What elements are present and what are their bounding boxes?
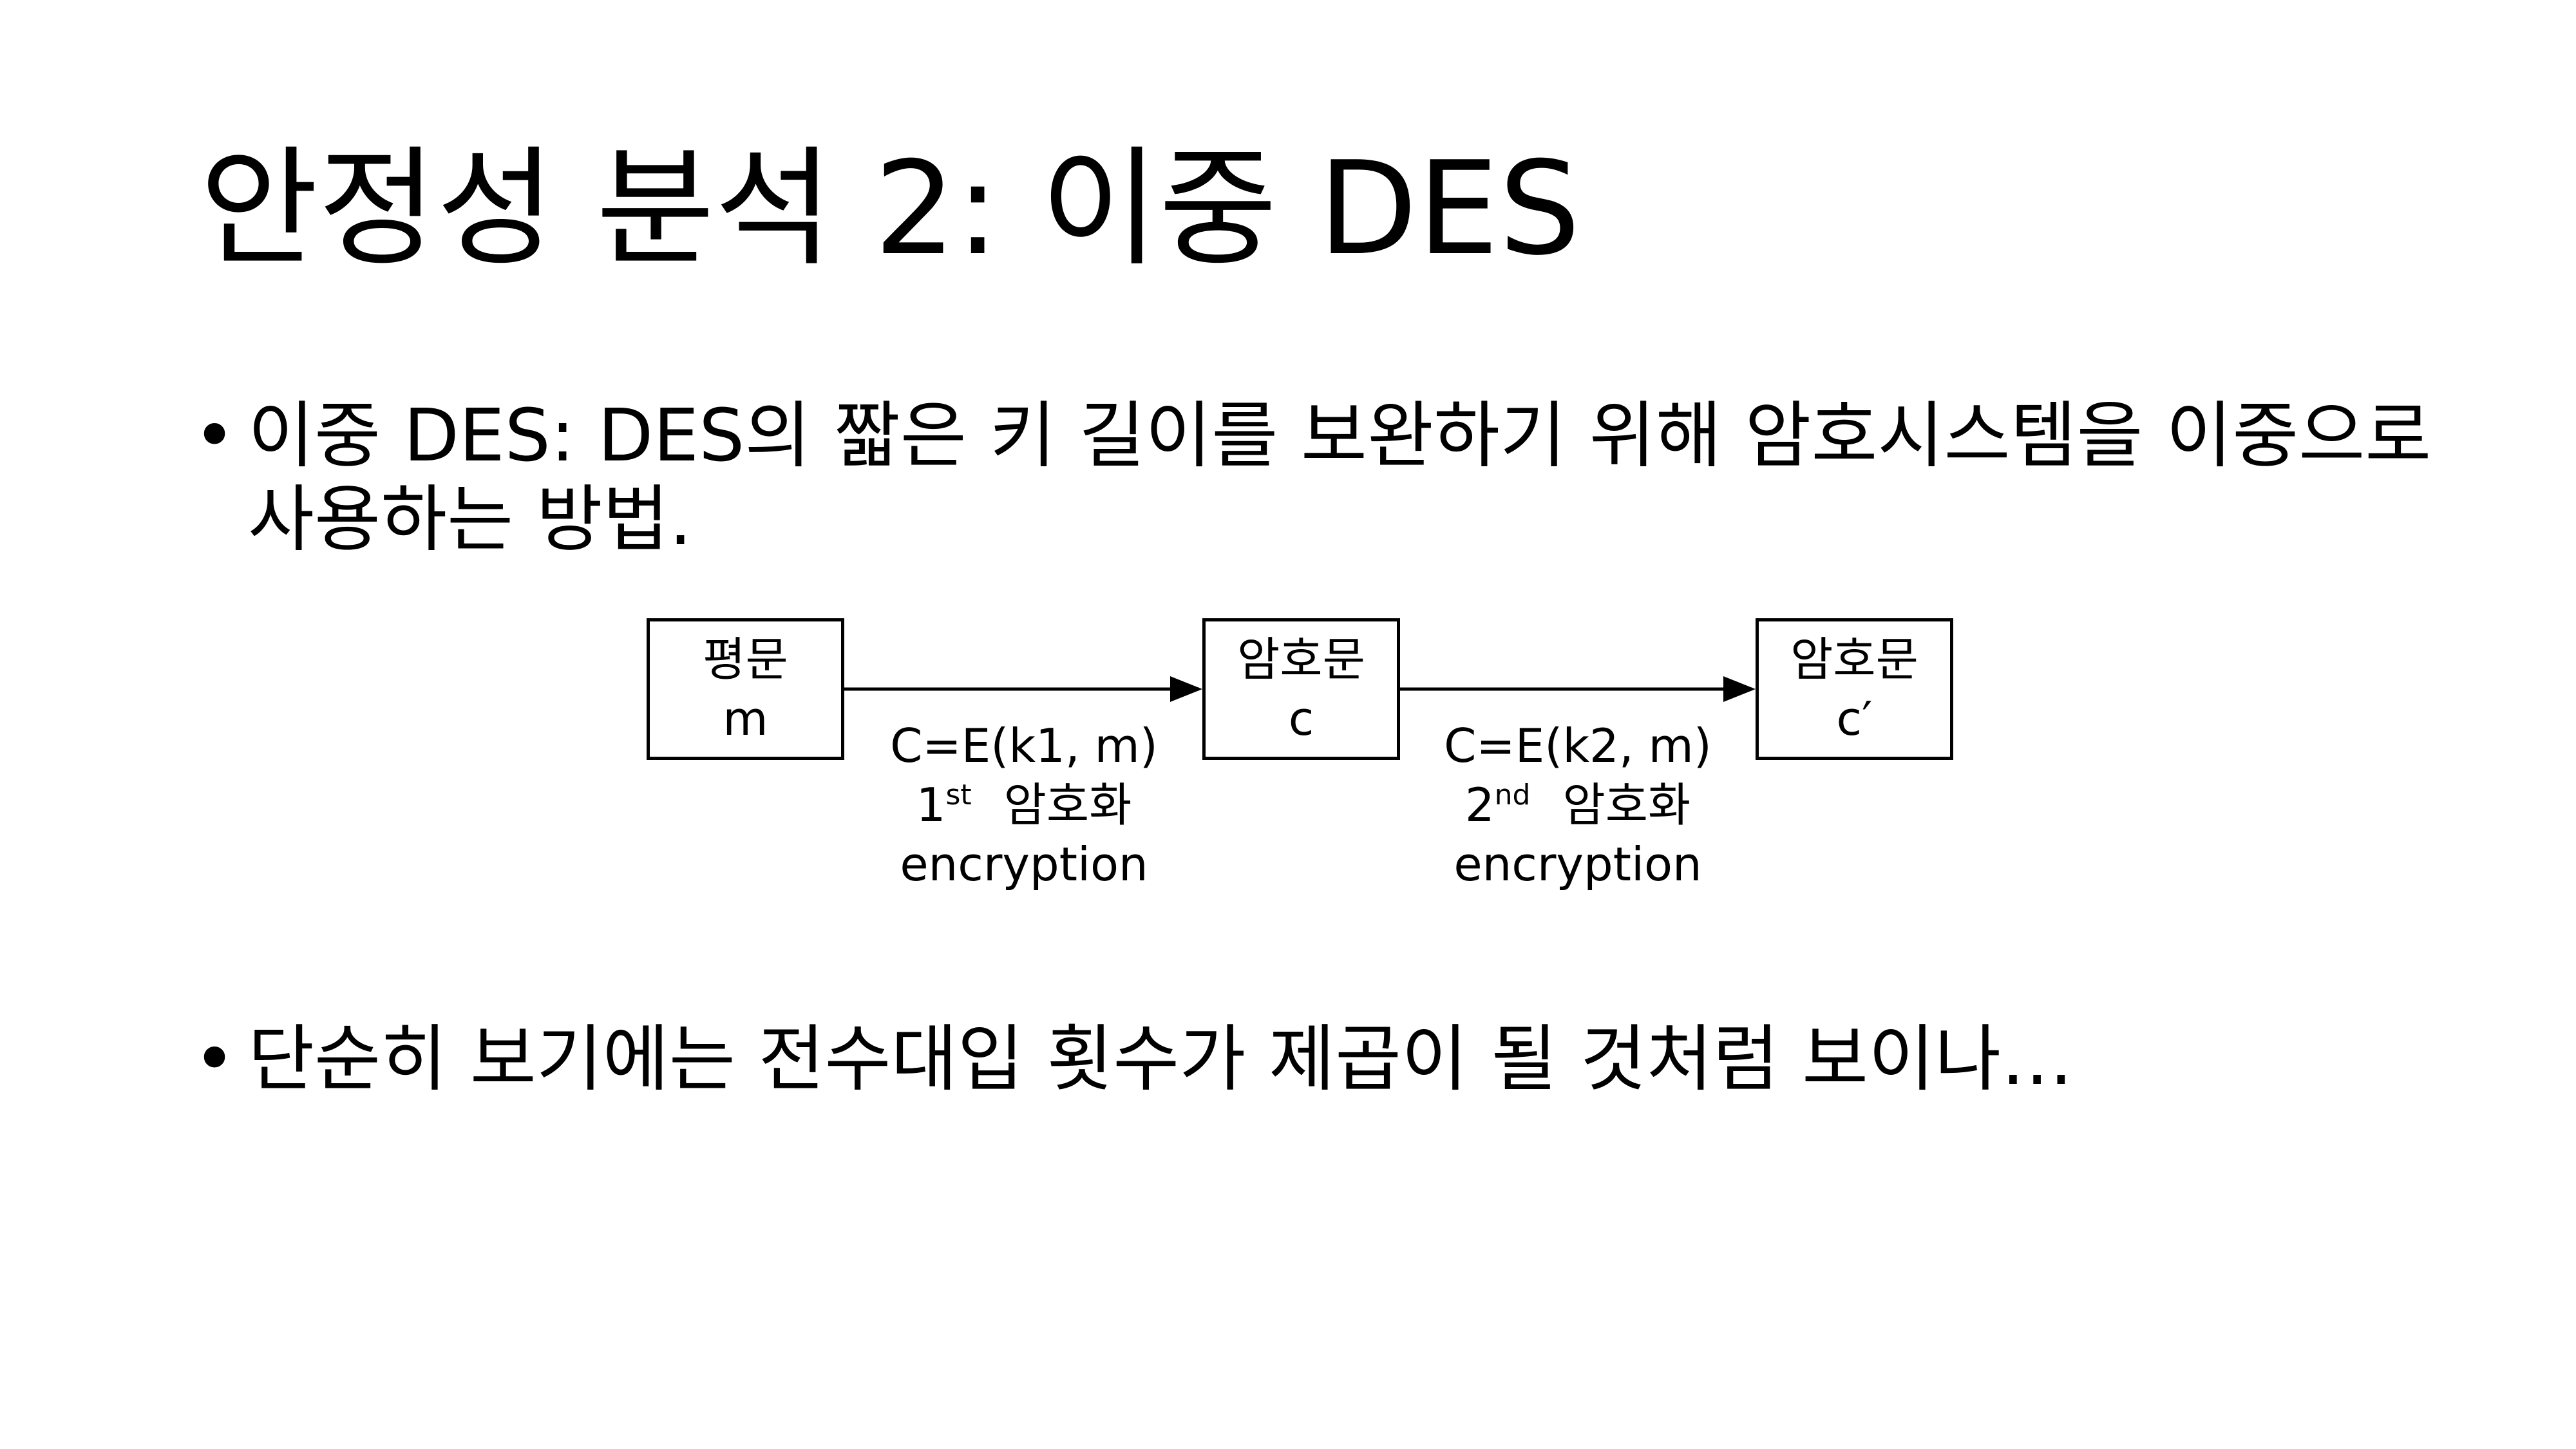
step-formula: C=E(k2, m) <box>1444 719 1712 773</box>
box-label: 암호문 <box>1790 632 1918 687</box>
box-label: 평문 <box>703 632 788 687</box>
step-english: encryption <box>900 837 1148 891</box>
plaintext-box: 평문 m <box>647 618 844 760</box>
box-symbol: c <box>1288 692 1314 746</box>
bullet-marker: • <box>193 394 236 478</box>
bullet-text: 단순히 보기에는 전수대입 횟수가 제곱이 될 것처럼 보이나… <box>248 1018 2074 1101</box>
box-symbol: c′ <box>1836 692 1873 746</box>
bullet-item: • 이중 DES: DES의 짧은 키 길이를 보완하기 위해 암호시스템을 이… <box>193 394 2512 574</box>
ciphertext-box: 암호문 c <box>1202 618 1400 760</box>
bullet-marker: • <box>193 1018 236 1101</box>
bullet-item: • 단순히 보기에는 전수대입 횟수가 제곱이 될 것처럼 보이나… <box>193 1018 2512 1121</box>
step-english: encryption <box>1454 837 1702 891</box>
double-ciphertext-box: 암호문 c′ <box>1756 618 1953 760</box>
box-label: 암호문 <box>1237 632 1365 687</box>
bullet-text: 이중 DES: DES의 짧은 키 길이를 보완하기 위해 암호시스템을 이중으… <box>248 394 2432 562</box>
step-formula: C=E(k1, m) <box>890 719 1158 773</box>
slide-title: 안정성 분석 2: 이중 DES <box>200 134 1581 284</box>
box-symbol: m <box>723 692 768 746</box>
